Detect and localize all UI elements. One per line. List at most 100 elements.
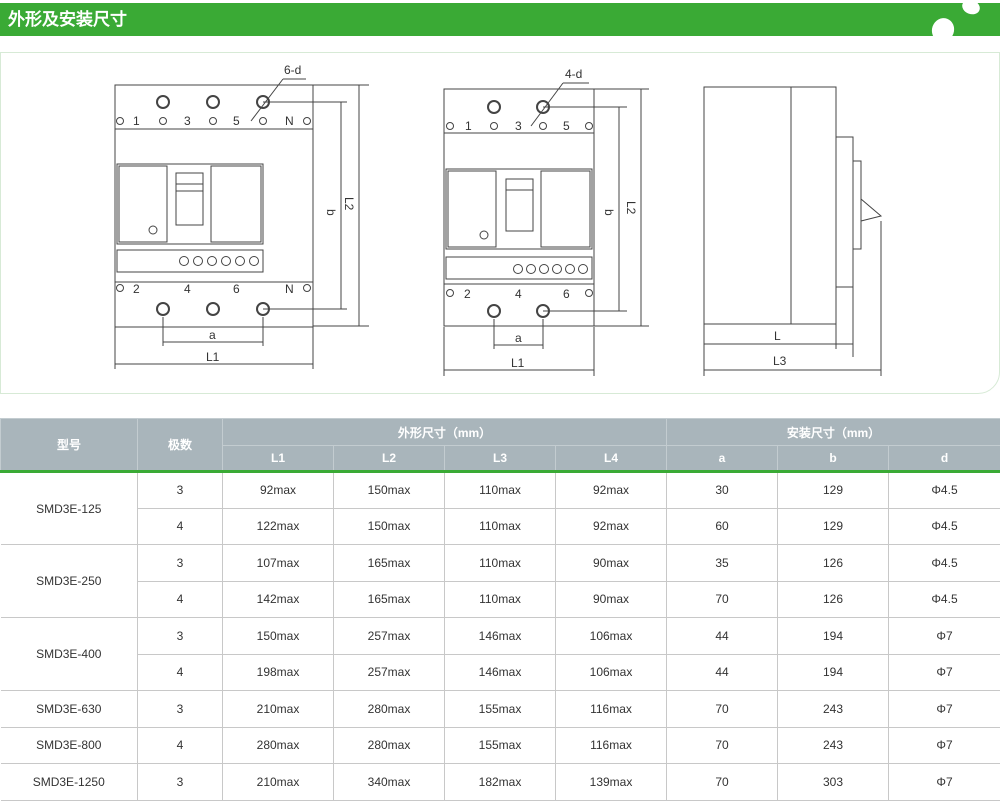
table-cell: 70: [666, 580, 778, 618]
table-cell: 155max: [444, 726, 556, 764]
holes-label: 6-d: [284, 63, 301, 77]
table-cell: 3: [137, 471, 223, 509]
subheader-l2: L2: [333, 445, 445, 473]
table-cell: 126: [777, 544, 889, 582]
table-cell: 210max: [222, 690, 334, 728]
table-cell: 122max: [222, 507, 334, 545]
table-cell: Φ7: [888, 653, 1000, 691]
table-cell: 155max: [444, 690, 556, 728]
table-cell: 194: [777, 653, 889, 691]
table-cell: Φ4.5: [888, 544, 1000, 582]
table-cell: 210max: [222, 763, 334, 801]
model-cell: SMD3E-630: [0, 690, 138, 728]
terminal-label: 3: [515, 119, 522, 133]
terminal-label: 4: [515, 287, 522, 301]
table-cell: 92max: [555, 471, 667, 509]
drawings-panel: 6-d 1 3 5 N 2 4 6 N a L1 b L2 4-d 1 3 5 …: [0, 52, 1000, 394]
subheader-l3: L3: [444, 445, 556, 473]
table-cell: 4: [137, 580, 223, 618]
table-cell: 198max: [222, 653, 334, 691]
table-cell: 110max: [444, 544, 556, 582]
dim-b-label: b: [324, 209, 338, 216]
terminal-label: 2: [133, 282, 140, 296]
table-cell: 280max: [333, 726, 445, 764]
table-cell: 92max: [222, 471, 334, 509]
terminal-label: 1: [465, 119, 472, 133]
table-cell: 4: [137, 726, 223, 764]
table-cell: Φ7: [888, 690, 1000, 728]
table-cell: 116max: [555, 726, 667, 764]
table-cell: 110max: [444, 580, 556, 618]
table-cell: Φ7: [888, 617, 1000, 655]
table-cell: 90max: [555, 544, 667, 582]
dim-a-label: a: [515, 331, 522, 345]
table-cell: Φ7: [888, 726, 1000, 764]
table-cell: 257max: [333, 653, 445, 691]
dim-l1-label: L1: [206, 350, 220, 364]
table-cell: 4: [137, 507, 223, 545]
subheader-l4: L4: [555, 445, 667, 473]
table-cell: 257max: [333, 617, 445, 655]
table-cell: 150max: [333, 507, 445, 545]
dim-l3-label: L3: [773, 354, 787, 368]
drawing-3-pole: 4-d 1 3 5 2 4 6 a L1 b L2: [443, 67, 649, 376]
table-cell: 182max: [444, 763, 556, 801]
terminal-label: 5: [233, 114, 240, 128]
table-cell: 280max: [222, 726, 334, 764]
section-header: 外形及安装尺寸: [0, 3, 1000, 36]
header-mount-dims: 安装尺寸（mm）: [666, 418, 1000, 446]
terminal-label: 2: [464, 287, 471, 301]
model-cell: SMD3E-1250: [0, 763, 138, 801]
dim-l-label: L: [774, 329, 781, 343]
dim-l2-label: L2: [342, 197, 356, 211]
holes-label: 4-d: [565, 67, 582, 81]
table-cell: Φ4.5: [888, 580, 1000, 618]
table-cell: 150max: [333, 471, 445, 509]
table-cell: 70: [666, 726, 778, 764]
table-cell: 3: [137, 690, 223, 728]
table-cell: 92max: [555, 507, 667, 545]
terminal-label: 5: [563, 119, 570, 133]
table-cell: 126: [777, 580, 889, 618]
table-cell: Φ4.5: [888, 507, 1000, 545]
table-cell: 44: [666, 617, 778, 655]
table-cell: 243: [777, 726, 889, 764]
table-cell: 142max: [222, 580, 334, 618]
table-cell: 60: [666, 507, 778, 545]
table-cell: 116max: [555, 690, 667, 728]
table-cell: 146max: [444, 653, 556, 691]
table-cell: 106max: [555, 617, 667, 655]
dimension-drawings: 6-d 1 3 5 N 2 4 6 N a L1 b L2 4-d 1 3 5 …: [114, 63, 883, 376]
table-cell: Φ4.5: [888, 471, 1000, 509]
model-cell: SMD3E-125: [0, 471, 138, 545]
subheader-a: a: [666, 445, 778, 473]
table-cell: 110max: [444, 507, 556, 545]
header-poles: 极数: [137, 418, 223, 473]
subheader-b: b: [777, 445, 889, 473]
subheader-l1: L1: [222, 445, 334, 473]
terminal-label: N: [285, 114, 294, 128]
table-cell: 165max: [333, 580, 445, 618]
table-cell: 70: [666, 690, 778, 728]
table-cell: 340max: [333, 763, 445, 801]
drawing-side-view: L L3: [703, 86, 883, 376]
model-cell: SMD3E-800: [0, 726, 138, 764]
table-cell: 30: [666, 471, 778, 509]
table-cell: 243: [777, 690, 889, 728]
table-cell: 194: [777, 617, 889, 655]
table-cell: 150max: [222, 617, 334, 655]
table-cell: 106max: [555, 653, 667, 691]
header-model: 型号: [0, 418, 138, 473]
drawing-4-pole: 6-d 1 3 5 N 2 4 6 N a L1 b L2: [114, 63, 369, 369]
dim-l2-label: L2: [624, 201, 638, 215]
table-cell: 139max: [555, 763, 667, 801]
table-cell: 44: [666, 653, 778, 691]
table-cell: 35: [666, 544, 778, 582]
table-cell: 110max: [444, 471, 556, 509]
